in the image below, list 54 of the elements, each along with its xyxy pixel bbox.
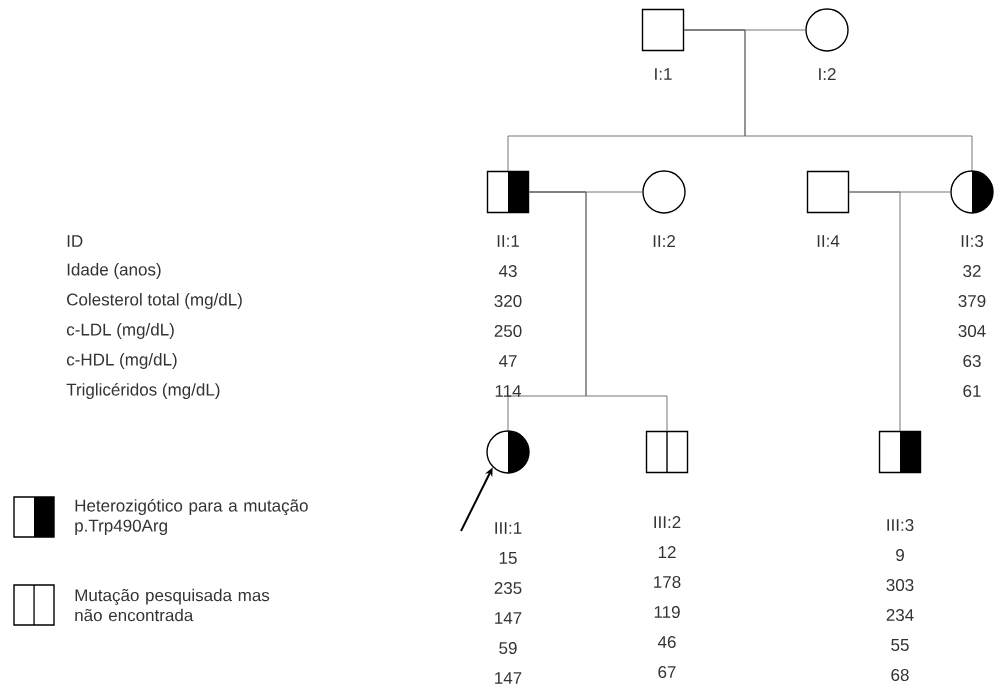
value-text: 67 bbox=[658, 666, 676, 679]
value-text: 320 bbox=[494, 295, 522, 308]
square-symbol bbox=[806, 170, 850, 214]
legend-text: Heterozigótico para a mutação p.Trp490Arg bbox=[75, 499, 308, 536]
row-label: ID bbox=[67, 235, 83, 247]
legend-text: Mutação pesquisada mas não encontrada bbox=[75, 588, 270, 622]
value-text: 47 bbox=[498, 355, 517, 367]
value-text: 15 bbox=[499, 552, 517, 564]
row-label: Colesterol total (mg/dL) bbox=[67, 293, 242, 309]
circle-symbol bbox=[486, 430, 530, 474]
descent-line bbox=[848, 191, 901, 432]
value-text: 235 bbox=[494, 582, 522, 595]
individual-id: III:1 bbox=[495, 522, 522, 534]
circle-symbol bbox=[642, 170, 686, 214]
value-text: 68 bbox=[891, 669, 909, 682]
row-label: Idade (anos) bbox=[67, 263, 161, 279]
individual-id: I:1 bbox=[655, 68, 672, 80]
square-symbol bbox=[641, 8, 685, 52]
value-text: 304 bbox=[958, 325, 986, 338]
individual-id: II:3 bbox=[961, 235, 984, 248]
value-text: 59 bbox=[499, 642, 517, 655]
individual-id: II:2 bbox=[653, 235, 675, 247]
value-text: 379 bbox=[958, 295, 986, 308]
row-label: c-LDL (mg/dL) bbox=[66, 323, 174, 339]
individual-id: III:2 bbox=[654, 516, 681, 528]
value-text: 61 bbox=[963, 385, 981, 398]
value-text: 114 bbox=[495, 385, 522, 397]
individual-id: III:3 bbox=[887, 519, 914, 532]
value-text: 234 bbox=[886, 609, 914, 622]
value-text: 250 bbox=[494, 325, 522, 338]
square-symbol bbox=[645, 430, 689, 474]
value-text: 9 bbox=[896, 549, 904, 562]
value-text: 63 bbox=[963, 355, 981, 368]
individual-id: I:2 bbox=[819, 68, 836, 80]
value-text: 119 bbox=[654, 606, 680, 619]
individual-id: II:1 bbox=[497, 235, 519, 247]
value-text: 43 bbox=[498, 265, 517, 278]
value-text: 147 bbox=[495, 672, 522, 684]
square-symbol bbox=[486, 170, 530, 214]
value-text: 178 bbox=[654, 576, 681, 589]
circle-symbol bbox=[805, 8, 849, 52]
descent-line bbox=[683, 29, 973, 171]
value-text: 303 bbox=[886, 579, 914, 592]
value-text: 46 bbox=[657, 636, 676, 649]
row-label: c-HDL (mg/dL) bbox=[66, 353, 177, 369]
value-text: 55 bbox=[891, 639, 909, 651]
value-text: 147 bbox=[495, 612, 522, 624]
row-label: Triglicéridos (mg/dL) bbox=[66, 383, 220, 400]
individual-id: II:4 bbox=[817, 235, 840, 247]
circle-symbol bbox=[950, 170, 994, 214]
descent-line bbox=[528, 191, 668, 432]
square-symbol bbox=[878, 430, 922, 474]
value-text: 12 bbox=[658, 546, 676, 558]
value-text: 32 bbox=[963, 265, 981, 278]
